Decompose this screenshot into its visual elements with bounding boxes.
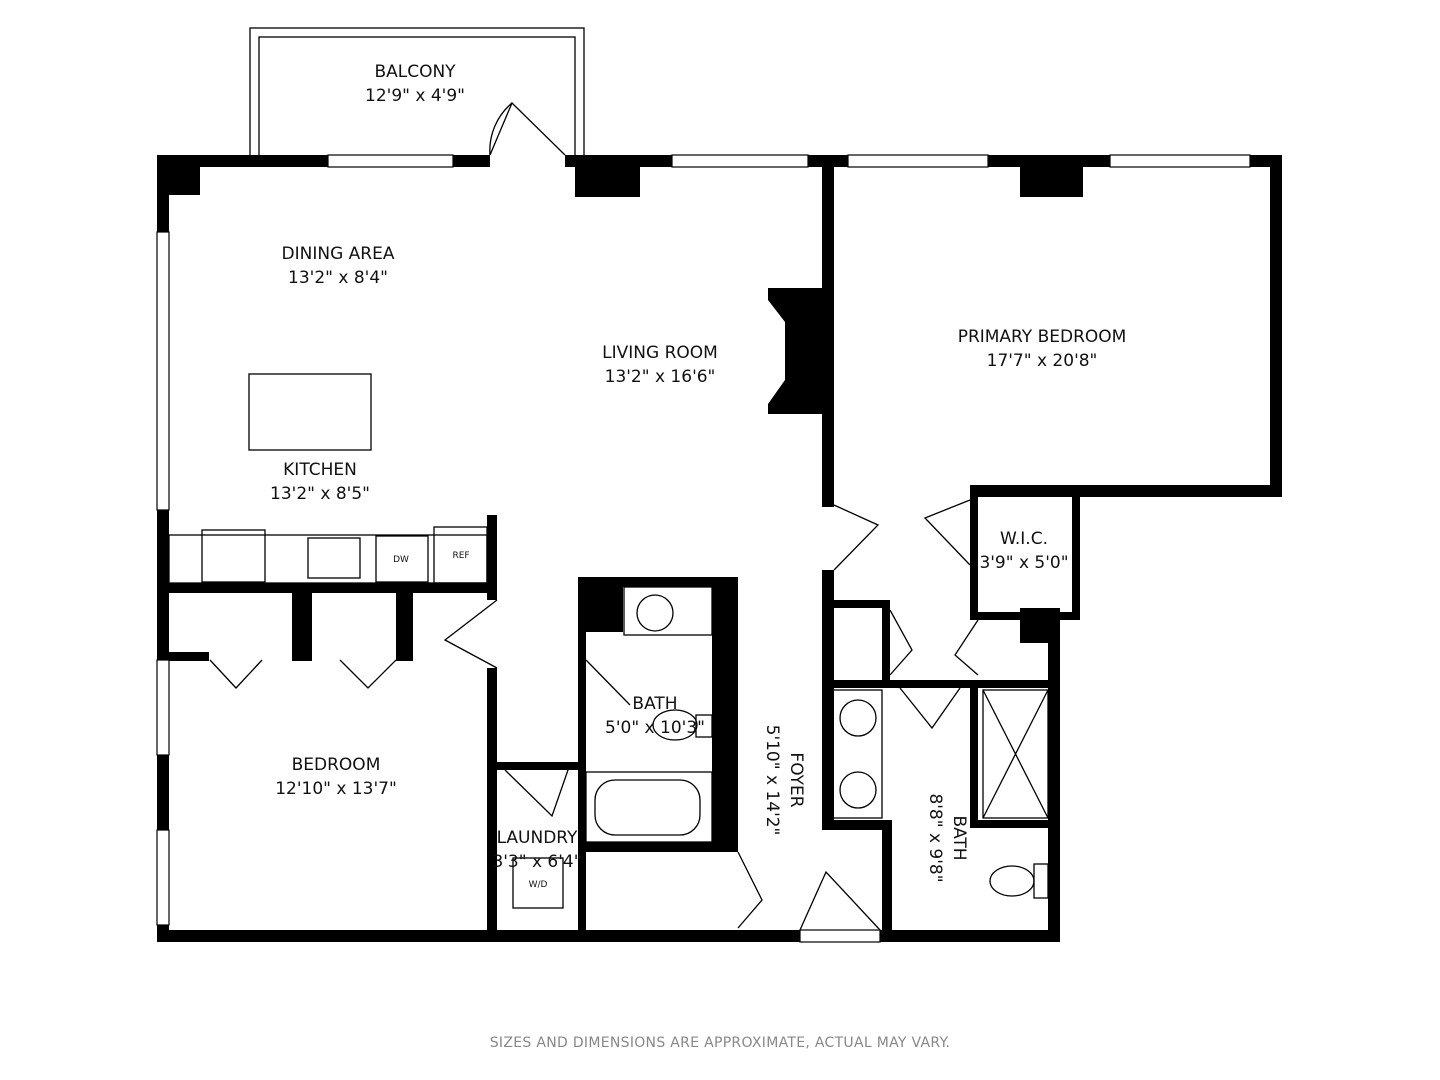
wic-dims: 3'9" x 5'0" bbox=[979, 553, 1068, 573]
kitchen-dims: 13'2" x 8'5" bbox=[270, 484, 370, 504]
dining-name: DINING AREA bbox=[282, 244, 395, 264]
stove bbox=[201, 529, 266, 583]
bath-dims: 5'0" x 10'3" bbox=[605, 718, 705, 738]
refrigerator bbox=[433, 526, 488, 584]
kitchen-name: KITCHEN bbox=[283, 460, 357, 480]
fixtures bbox=[168, 373, 1049, 909]
balcony-dims: 12'9" x 4'9" bbox=[365, 86, 465, 106]
laundry-dims: 3'3" x 6'4" bbox=[492, 852, 581, 872]
laundry-name: LAUNDRY bbox=[497, 828, 578, 848]
balcony-name: BALCONY bbox=[374, 62, 456, 82]
foyer-name: FOYER bbox=[786, 752, 806, 807]
kitchen-counter bbox=[168, 534, 488, 584]
wic-name: W.I.C. bbox=[1000, 529, 1048, 549]
windows bbox=[156, 154, 1251, 943]
dishwasher-label: DW bbox=[393, 555, 409, 565]
refrigerator-label: REF bbox=[452, 551, 469, 561]
primary-bedroom-dims: 17'7" x 20'8" bbox=[987, 351, 1098, 371]
dining-dims: 13'2" x 8'4" bbox=[288, 268, 388, 288]
living-dims: 13'2" x 16'6" bbox=[605, 367, 716, 387]
washer-dryer-label: W/D bbox=[529, 880, 548, 890]
kitchen-island bbox=[248, 373, 372, 451]
bath-name: BATH bbox=[632, 694, 677, 714]
disclaimer-note: SIZES AND DIMENSIONS ARE APPROXIMATE, AC… bbox=[490, 1035, 950, 1051]
foyer-dims: 5'10" x 14'2" bbox=[762, 725, 782, 836]
primary-bedroom-name: PRIMARY BEDROOM bbox=[958, 327, 1127, 347]
sink bbox=[307, 537, 361, 579]
room-labels: BALCONY 12'9" x 4'9" DINING AREA 13'2" x… bbox=[270, 62, 1126, 890]
bedroom-dims: 12'10" x 13'7" bbox=[275, 779, 397, 799]
bedroom-name: BEDROOM bbox=[292, 755, 381, 775]
washer-dryer bbox=[512, 857, 564, 909]
primary-bath-name: BATH bbox=[949, 815, 969, 860]
doors bbox=[209, 101, 979, 931]
primary-bath-dims: 8'8" x 9'8" bbox=[925, 793, 945, 882]
dishwasher bbox=[375, 535, 429, 583]
living-name: LIVING ROOM bbox=[602, 343, 718, 363]
